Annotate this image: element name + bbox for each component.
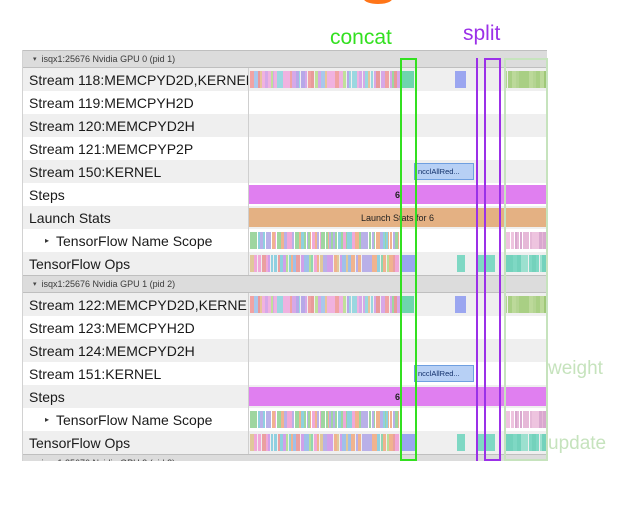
- row-label-cell[interactable]: Stream 120:MEMCPYD2H: [23, 114, 249, 137]
- timeline-row[interactable]: Stream 121:MEMCPYP2P: [23, 137, 547, 160]
- timeline-row[interactable]: Steps 6: [23, 385, 547, 408]
- row-track[interactable]: 6: [249, 183, 547, 206]
- nccl-allreduce-label: ncclAllRed...: [418, 369, 460, 378]
- row-label: Stream 121:MEMCPYP2P: [29, 140, 194, 157]
- chevron-right-icon[interactable]: ▸: [45, 236, 50, 245]
- row-label-cell[interactable]: Stream 124:MEMCPYD2H: [23, 339, 249, 362]
- timeline-row[interactable]: Launch Stats Launch Stats for 6: [23, 206, 547, 229]
- annotation-weight-update-line2: update: [548, 433, 607, 454]
- row-label-cell[interactable]: Steps: [23, 183, 249, 206]
- row-track[interactable]: [249, 293, 547, 316]
- timeline-row[interactable]: TensorFlow Ops: [23, 431, 547, 454]
- group-header-label: isqx1:25676 Nvidia GPU 0 (pid 1): [41, 54, 176, 64]
- row-label: Stream 123:MEMCPYH2D: [29, 319, 195, 336]
- row-label: Stream 118:MEMCPYD2D,KERNEL,ME: [29, 71, 248, 88]
- timeline-row[interactable]: Stream 151:KERNEL ncclAllRed...: [23, 362, 547, 385]
- annotation-split: split: [463, 22, 501, 45]
- annotation-weight-update: weight update: [548, 306, 606, 506]
- timeline-row[interactable]: Stream 119:MEMCPYH2D: [23, 91, 547, 114]
- chevron-down-icon[interactable]: ▾: [33, 56, 37, 63]
- timeline-row[interactable]: ▸ TensorFlow Name Scope: [23, 408, 547, 431]
- trace-viewer-screenshot: concat split nccl weight update ▾isqx1:2…: [22, 0, 606, 461]
- chevron-right-icon[interactable]: ▸: [45, 415, 50, 424]
- timeline-row[interactable]: Stream 123:MEMCPYH2D: [23, 316, 547, 339]
- timeline-row[interactable]: ▸ TensorFlow Name Scope: [23, 229, 547, 252]
- nccl-allreduce-block[interactable]: ncclAllRed...: [414, 365, 474, 382]
- row-track[interactable]: Launch Stats for 6: [249, 206, 547, 229]
- row-label-cell[interactable]: Launch Stats: [23, 206, 249, 229]
- row-label-cell[interactable]: Stream 122:MEMCPYD2D,KERNEL,ME: [23, 293, 249, 316]
- row-label-cell[interactable]: Stream 151:KERNEL: [23, 362, 249, 385]
- row-label: TensorFlow Name Scope: [56, 411, 213, 428]
- annotation-concat: concat: [330, 26, 392, 49]
- row-track[interactable]: [249, 316, 547, 339]
- row-label: Stream 151:KERNEL: [29, 365, 162, 382]
- row-label: Stream 124:MEMCPYD2H: [29, 342, 195, 359]
- row-label: Launch Stats: [29, 209, 111, 226]
- row-label-cell[interactable]: Stream 150:KERNEL: [23, 160, 249, 183]
- launch-stats-bar-label: Launch Stats for 6: [360, 212, 435, 223]
- timeline-row[interactable]: Stream 120:MEMCPYD2H: [23, 114, 547, 137]
- group-header-label: isqx1:25676 Nvidia GPU 2 (pid 3): [42, 458, 176, 461]
- row-label-cell[interactable]: Stream 119:MEMCPYH2D: [23, 91, 249, 114]
- steps-bar-label: 6: [394, 189, 400, 200]
- annotation-weight-update-line1: weight: [548, 358, 603, 379]
- row-track[interactable]: [249, 431, 547, 454]
- orange-marker-icon: [364, 0, 392, 4]
- row-label: Stream 150:KERNEL: [29, 163, 162, 180]
- row-label: Stream 119:MEMCPYH2D: [29, 94, 194, 111]
- row-label-cell[interactable]: TensorFlow Ops: [23, 252, 249, 275]
- row-track[interactable]: 6: [249, 385, 547, 408]
- steps-bar[interactable]: 6: [249, 387, 546, 406]
- row-label-cell[interactable]: Steps: [23, 385, 249, 408]
- row-label-cell[interactable]: Stream 118:MEMCPYD2D,KERNEL,ME: [23, 68, 249, 91]
- group-header-gpu2[interactable]: ▾isqx1:25676 Nvidia GPU 2 (pid 3): [23, 454, 547, 461]
- steps-bar[interactable]: 6: [249, 185, 546, 204]
- chevron-down-icon[interactable]: ▾: [33, 281, 37, 288]
- row-track[interactable]: ncclAllRed...: [249, 362, 547, 385]
- group-header-gpu0[interactable]: ▾ isqx1:25676 Nvidia GPU 0 (pid 1): [23, 50, 547, 68]
- group-header-label: isqx1:25676 Nvidia GPU 1 (pid 2): [41, 279, 176, 289]
- row-track[interactable]: [249, 137, 547, 160]
- launch-stats-bar[interactable]: Launch Stats for 6: [249, 208, 546, 227]
- row-label-cell[interactable]: ▸ TensorFlow Name Scope: [23, 229, 249, 252]
- timeline-row[interactable]: TensorFlow Ops: [23, 252, 547, 275]
- group-header-gpu1[interactable]: ▾ isqx1:25676 Nvidia GPU 1 (pid 2): [23, 275, 547, 293]
- timeline-row[interactable]: Stream 118:MEMCPYD2D,KERNEL,ME: [23, 68, 547, 91]
- row-label: Steps: [29, 186, 65, 203]
- steps-bar-label: 6: [394, 391, 400, 402]
- timeline-row[interactable]: Stream 150:KERNEL ncclAllRed...: [23, 160, 547, 183]
- row-label: Stream 122:MEMCPYD2D,KERNEL,ME: [29, 296, 248, 313]
- row-track[interactable]: [249, 339, 547, 362]
- row-label-cell[interactable]: TensorFlow Ops: [23, 431, 249, 454]
- row-track[interactable]: [249, 68, 547, 91]
- row-label-cell[interactable]: ▸ TensorFlow Name Scope: [23, 408, 249, 431]
- row-track[interactable]: [249, 91, 547, 114]
- row-label: TensorFlow Name Scope: [56, 232, 213, 249]
- row-label-cell[interactable]: Stream 123:MEMCPYH2D: [23, 316, 249, 339]
- row-track[interactable]: [249, 252, 547, 275]
- row-track[interactable]: [249, 408, 547, 431]
- row-label: TensorFlow Ops: [29, 434, 131, 451]
- timeline-panel[interactable]: ▾ isqx1:25676 Nvidia GPU 0 (pid 1) Stream …: [22, 50, 547, 461]
- timeline-row[interactable]: Stream 122:MEMCPYD2D,KERNEL,ME: [23, 293, 547, 316]
- row-label: TensorFlow Ops: [29, 255, 131, 272]
- row-track[interactable]: [249, 114, 547, 137]
- timeline-row[interactable]: Stream 124:MEMCPYD2H: [23, 339, 547, 362]
- nccl-allreduce-label: ncclAllRed...: [418, 167, 460, 176]
- row-label: Steps: [29, 388, 65, 405]
- row-track[interactable]: [249, 229, 547, 252]
- row-label-cell[interactable]: Stream 121:MEMCPYP2P: [23, 137, 249, 160]
- row-track[interactable]: ncclAllRed...: [249, 160, 547, 183]
- nccl-allreduce-block[interactable]: ncclAllRed...: [414, 163, 474, 180]
- row-label: Stream 120:MEMCPYD2H: [29, 117, 195, 134]
- timeline-row[interactable]: Steps 6: [23, 183, 547, 206]
